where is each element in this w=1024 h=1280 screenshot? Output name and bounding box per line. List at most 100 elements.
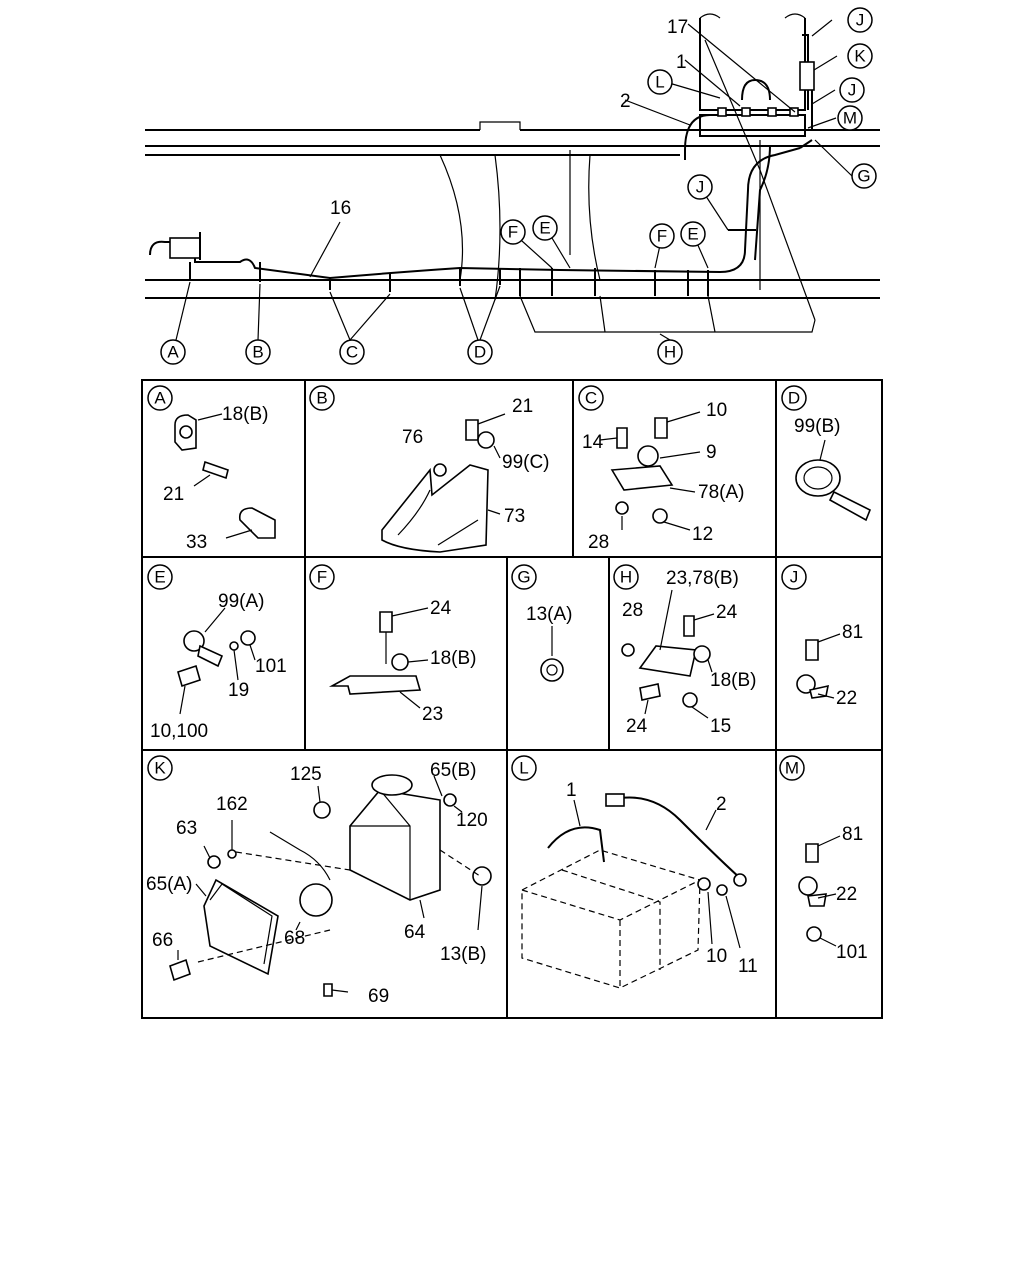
label-162: 162 xyxy=(216,794,248,815)
label-1: 1 xyxy=(566,780,577,801)
label-1: 1 xyxy=(676,52,687,73)
bolt-10 xyxy=(697,877,711,891)
panel-K: K 125 65(B) 162 120 63 65(A) 68 64 13(B)… xyxy=(146,755,492,1007)
label-13A: 13(A) xyxy=(526,604,572,625)
nut-28 xyxy=(615,501,629,515)
bolt-14 xyxy=(616,427,628,449)
label-19: 19 xyxy=(228,680,249,701)
panel-D-badge: D xyxy=(781,385,807,411)
callout-J2: J xyxy=(847,7,873,33)
label-28: 28 xyxy=(622,600,643,621)
svg-text:J: J xyxy=(856,11,865,30)
svg-text:G: G xyxy=(517,568,530,587)
svg-text:H: H xyxy=(620,568,632,587)
panel-L: L 1 2 10 11 xyxy=(511,755,758,989)
clip-99C xyxy=(477,431,495,449)
svg-text:L: L xyxy=(655,73,664,92)
label-24-top: 24 xyxy=(716,602,738,623)
callout-A: A xyxy=(160,339,186,365)
callout-B: B xyxy=(245,339,271,365)
svg-text:B: B xyxy=(252,343,263,362)
clip-18B xyxy=(693,645,711,663)
svg-text:D: D xyxy=(474,343,486,362)
label-66: 66 xyxy=(152,930,173,951)
label-24: 24 xyxy=(430,598,452,619)
bolt-part xyxy=(202,460,229,480)
svg-text:E: E xyxy=(539,219,550,238)
svg-text:F: F xyxy=(657,227,667,246)
svg-text:K: K xyxy=(154,759,166,778)
label-22: 22 xyxy=(836,884,857,905)
nut-120 xyxy=(443,793,457,807)
svg-text:J: J xyxy=(696,178,705,197)
label-14: 14 xyxy=(582,432,604,453)
label-21: 21 xyxy=(512,396,533,417)
nut-76 xyxy=(433,463,447,477)
clip-22 xyxy=(798,876,818,896)
cover-65A xyxy=(203,878,279,976)
svg-text:B: B xyxy=(316,389,327,408)
label-81: 81 xyxy=(842,824,863,845)
svg-text:K: K xyxy=(854,47,866,66)
callout-E1: E xyxy=(532,215,558,241)
callout-M: M xyxy=(837,105,863,131)
cable-1 xyxy=(547,826,605,863)
panel-E: E 99(A) 101 19 10,100 xyxy=(147,564,287,742)
label-101: 101 xyxy=(255,656,287,677)
bolt-24-bottom xyxy=(639,683,661,701)
bracket-part xyxy=(238,507,276,539)
callout-D: D xyxy=(467,339,493,365)
nut-15 xyxy=(682,692,698,708)
panel-K-badge: K xyxy=(147,755,173,781)
bolt-69 xyxy=(323,983,333,997)
panel-D: D 99(B) xyxy=(781,385,872,522)
panel-L-badge: L xyxy=(511,755,537,781)
svg-text:H: H xyxy=(664,343,676,362)
bracket-78A xyxy=(610,465,674,491)
callout-G: G xyxy=(851,163,877,189)
bolt-21 xyxy=(465,419,479,441)
label-22: 22 xyxy=(836,688,857,709)
callout-H: H xyxy=(657,339,683,365)
svg-text:E: E xyxy=(687,225,698,244)
panel-H: H 23,78(B) 28 24 18(B) 24 15 xyxy=(613,564,756,737)
bolt-66 xyxy=(169,958,191,982)
washer-19 xyxy=(229,641,239,651)
clip-22 xyxy=(796,674,816,694)
label-99B: 99(B) xyxy=(794,416,840,437)
label-68: 68 xyxy=(284,928,305,949)
panel-G: G 13(A) xyxy=(511,564,572,682)
label-125: 125 xyxy=(290,764,322,785)
panel-G-badge: G xyxy=(511,564,537,590)
label-69: 69 xyxy=(368,986,389,1007)
label-17: 17 xyxy=(667,17,688,38)
grommet-125 xyxy=(313,801,331,819)
bracket-23-78B xyxy=(638,645,697,677)
grommet-13B xyxy=(472,866,492,886)
callout-C: C xyxy=(339,339,365,365)
panel-C-badge: C xyxy=(578,385,604,411)
label-78A: 78(A) xyxy=(698,482,744,503)
label-23: 23 xyxy=(422,704,443,725)
label-76: 76 xyxy=(402,427,423,448)
panel-E-badge: E xyxy=(147,564,173,590)
label-21: 21 xyxy=(163,484,184,505)
label-10-100: 10,100 xyxy=(150,721,208,742)
label-10: 10 xyxy=(706,946,727,967)
label-99A: 99(A) xyxy=(218,591,264,612)
svg-text:J: J xyxy=(848,81,857,100)
cap-65B xyxy=(371,774,413,796)
svg-text:M: M xyxy=(785,759,799,778)
nut-101 xyxy=(240,630,256,646)
label-9: 9 xyxy=(706,442,717,463)
bolt-10-100 xyxy=(177,664,201,688)
label-99C: 99(C) xyxy=(502,452,550,473)
panel-A: A 18(B) 21 33 xyxy=(147,385,276,553)
label-81: 81 xyxy=(842,622,863,643)
label-18B: 18(B) xyxy=(222,404,268,425)
bolt-63 xyxy=(207,855,221,869)
grommet-13A xyxy=(540,658,564,682)
panel-M-badge: M xyxy=(779,755,805,781)
washer-162 xyxy=(227,849,237,859)
